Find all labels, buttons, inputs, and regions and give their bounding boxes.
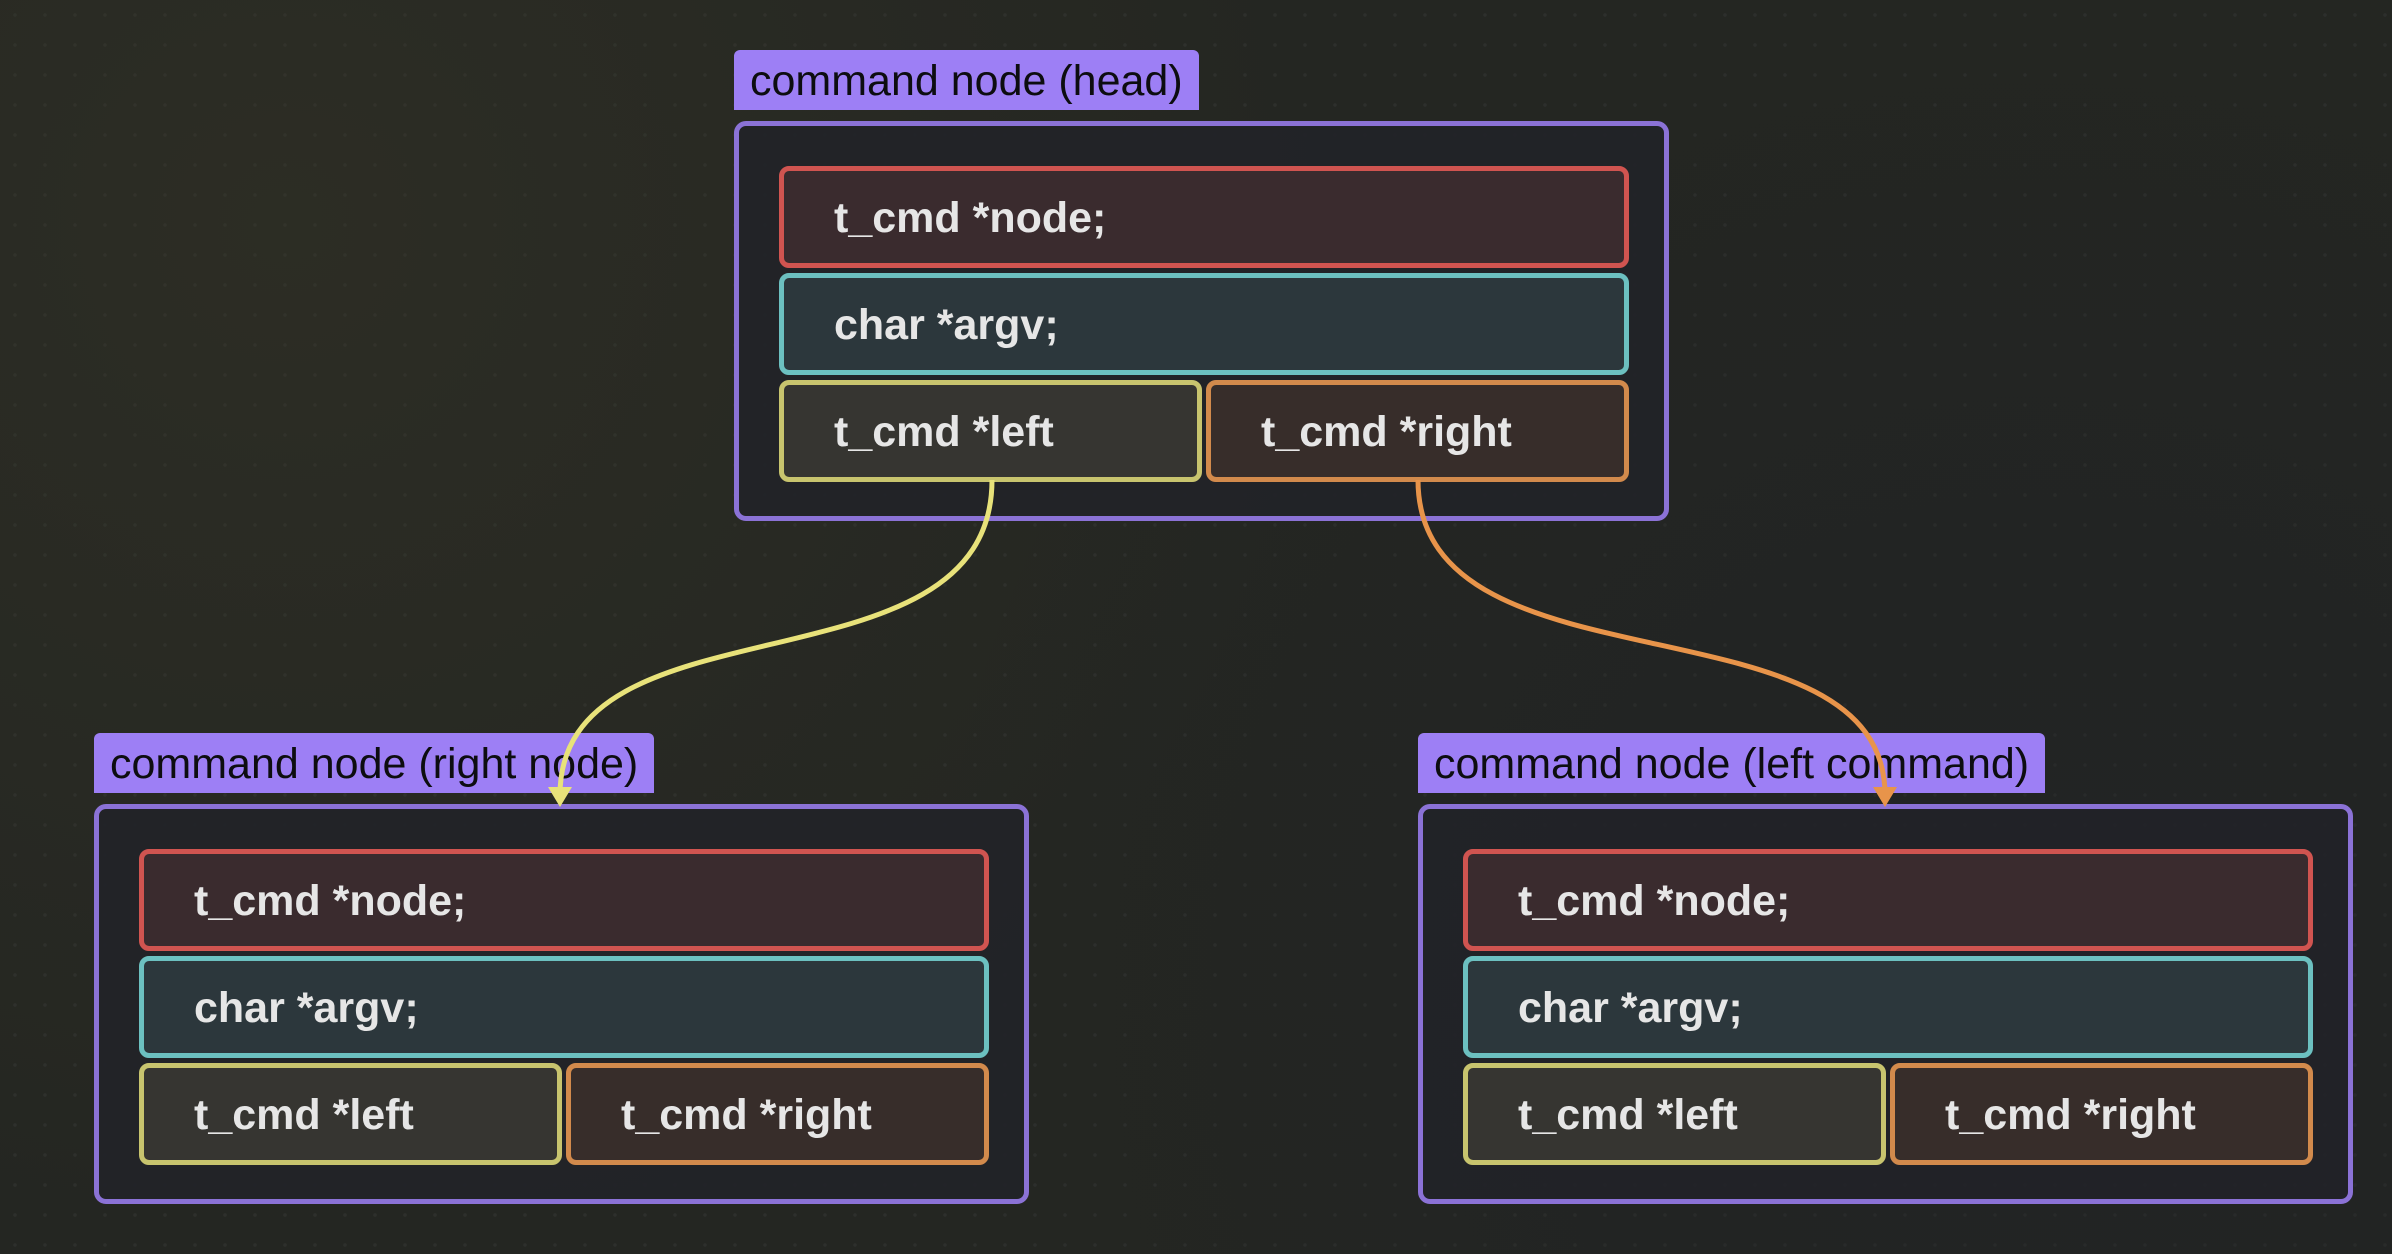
- node-title-left-command: command node (left command): [1418, 733, 2046, 793]
- command-node-head[interactable]: t_cmd *node; char *argv; t_cmd *left t_c…: [734, 121, 1669, 521]
- field-left[interactable]: t_cmd *left: [779, 380, 1202, 482]
- field-left[interactable]: t_cmd *left: [1463, 1063, 1886, 1165]
- command-node-right-node[interactable]: t_cmd *node; char *argv; t_cmd *left t_c…: [94, 804, 1029, 1204]
- node-title-right-node: command node (right node): [94, 733, 655, 793]
- field-node[interactable]: t_cmd *node;: [1463, 849, 2313, 951]
- field-node[interactable]: t_cmd *node;: [139, 849, 989, 951]
- field-right[interactable]: t_cmd *right: [1890, 1063, 2313, 1165]
- command-node-left-command[interactable]: t_cmd *node; char *argv; t_cmd *left t_c…: [1418, 804, 2353, 1204]
- node-title-head: command node (head): [734, 50, 1199, 110]
- field-argv[interactable]: char *argv;: [779, 273, 1629, 375]
- field-argv[interactable]: char *argv;: [139, 956, 989, 1058]
- field-left[interactable]: t_cmd *left: [139, 1063, 562, 1165]
- field-right[interactable]: t_cmd *right: [1206, 380, 1629, 482]
- field-right[interactable]: t_cmd *right: [566, 1063, 989, 1165]
- field-argv[interactable]: char *argv;: [1463, 956, 2313, 1058]
- field-node[interactable]: t_cmd *node;: [779, 166, 1629, 268]
